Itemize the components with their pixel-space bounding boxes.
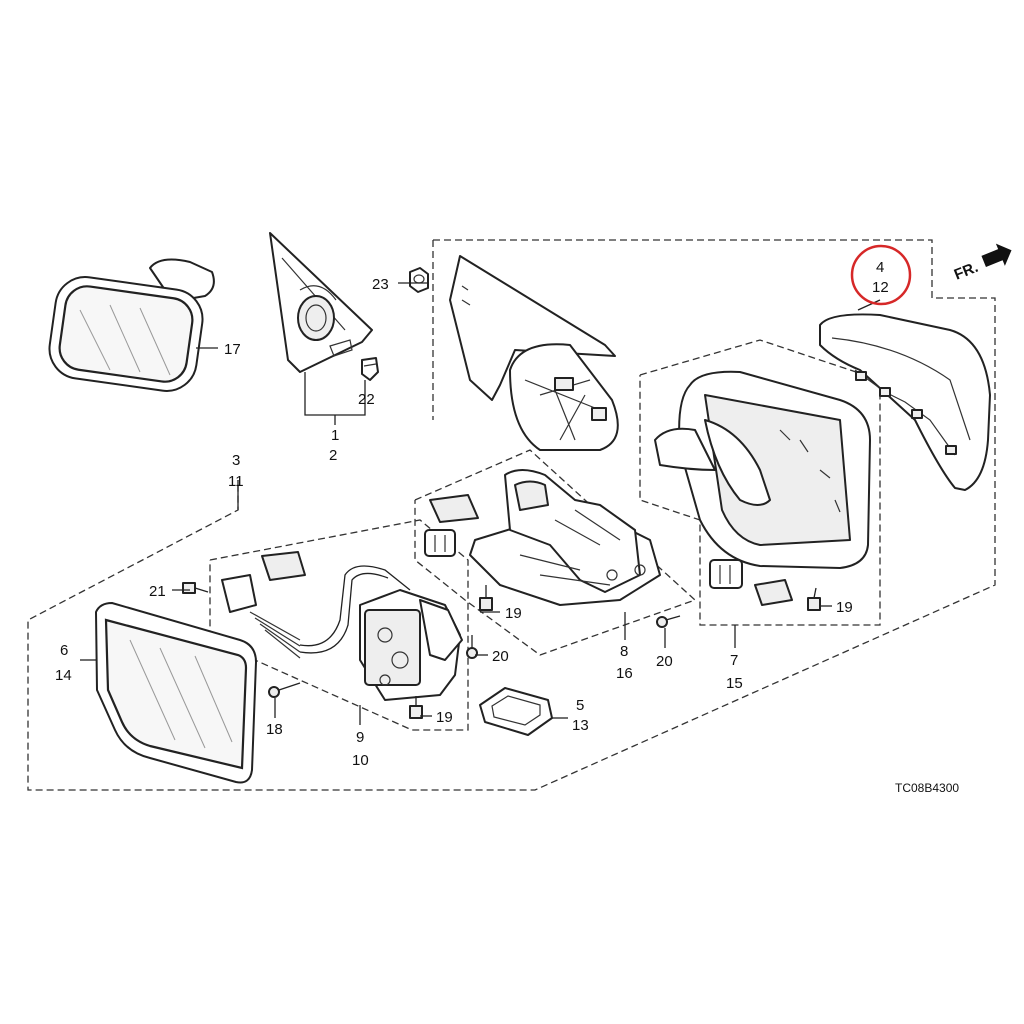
base-plate-assembly-part [469, 469, 661, 606]
callout-10: 10 [352, 752, 369, 769]
screw-20-b-part [656, 615, 681, 628]
callout-12: 12 [872, 279, 889, 296]
callout-16: 16 [616, 665, 633, 682]
callout-19-b: 19 [436, 709, 453, 726]
mirror-base-part [449, 255, 619, 451]
callout-18: 18 [266, 721, 283, 738]
mirror-housing-part [654, 370, 871, 569]
callout-11: 11 [228, 473, 244, 490]
callout-19-a: 19 [505, 605, 522, 622]
screw-19-c-part [807, 587, 821, 611]
callout-9: 9 [356, 729, 364, 746]
callout-5: 5 [576, 697, 584, 714]
front-direction-indicator: FR. [952, 243, 1012, 284]
screw-18-part [268, 682, 301, 698]
connector-8-part [424, 494, 479, 557]
callout-23: 23 [372, 276, 389, 293]
callout-2: 2 [329, 447, 337, 464]
callout-15: 15 [726, 675, 743, 692]
diagram-code: TC08B4300 [895, 781, 959, 795]
callout-19-c: 19 [836, 599, 853, 616]
callout-21: 21 [149, 583, 166, 600]
skull-cap-part [819, 313, 991, 491]
assembly-outline-main [27, 239, 996, 791]
mirror-glass-part [95, 602, 257, 784]
screw-21-part [182, 582, 209, 594]
callout-4: 4 [876, 259, 884, 276]
highlight-circle [850, 244, 912, 306]
actuator-connector-7-part [709, 559, 793, 606]
callout-20-a: 20 [492, 648, 509, 665]
fr-label: FR. [952, 259, 981, 284]
assembly-outline-base-group [414, 449, 697, 656]
assembly-outline-housing-group [639, 339, 881, 626]
callout-3: 3 [232, 452, 240, 469]
gasket-part [479, 687, 553, 736]
leader-1-2 [304, 372, 366, 416]
callout-22: 22 [358, 391, 375, 408]
callout-13: 13 [572, 717, 589, 734]
nut-23-part [409, 267, 429, 293]
callout-8: 8 [620, 643, 628, 660]
callout-1: 1 [331, 427, 339, 444]
callout-20-b: 20 [656, 653, 673, 670]
arrow-right-icon [981, 243, 1012, 268]
screw-20-a-part [466, 635, 478, 659]
screw-19-a-part [479, 585, 493, 611]
assembly-outline-motor-group [209, 519, 469, 731]
screw-19-b-part [409, 696, 423, 719]
mirror-motor-part [359, 589, 463, 701]
clip-22-part [361, 357, 379, 381]
callout-14: 14 [55, 667, 72, 684]
rearview-mirror-part [48, 258, 215, 392]
corner-cover-part [269, 232, 373, 373]
harness-connector-part [221, 551, 411, 659]
leader-lines [80, 282, 881, 725]
callout-17: 17 [224, 341, 241, 358]
callout-7: 7 [730, 652, 738, 669]
callout-6: 6 [60, 642, 68, 659]
